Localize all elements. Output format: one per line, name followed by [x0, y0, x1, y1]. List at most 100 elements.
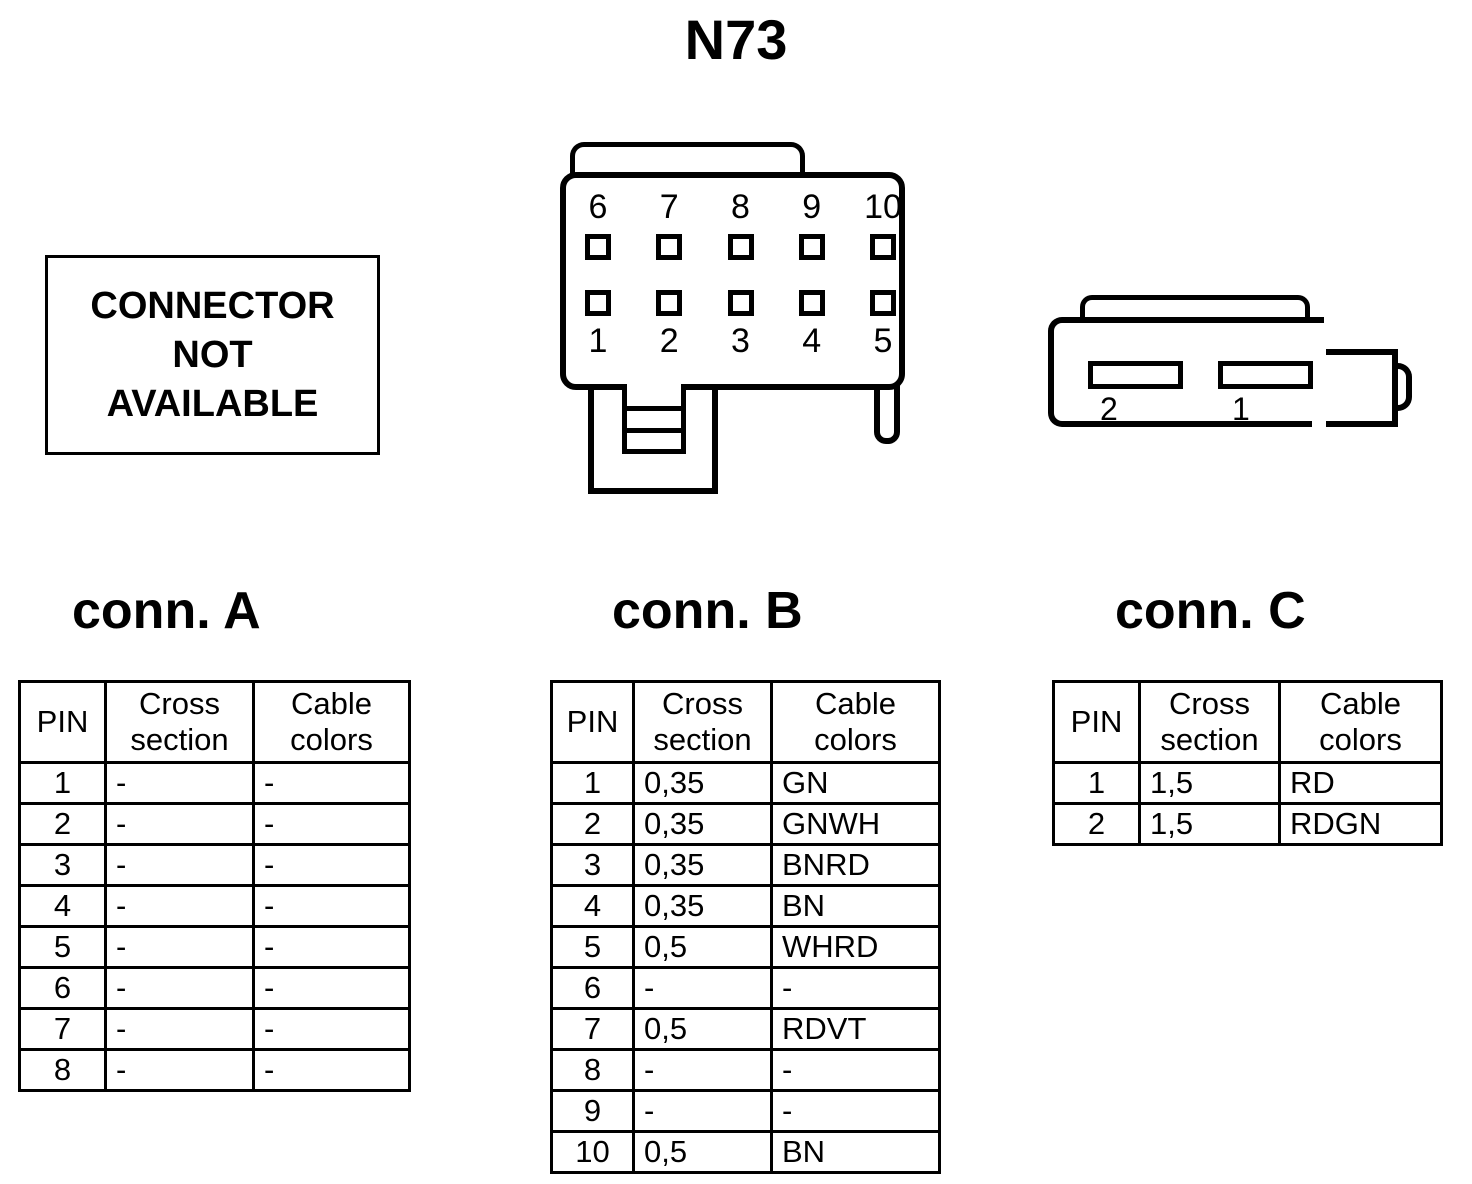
cell-cross-section: - [104, 802, 255, 846]
pin-label-5: 5 [873, 322, 893, 360]
cell-pin: 8 [18, 1048, 107, 1092]
pin-square-1 [585, 290, 611, 316]
pin-square-10 [870, 234, 896, 260]
cell-pin: 3 [18, 843, 107, 887]
th-cable-line1: Cable [815, 686, 896, 721]
th-pin: PIN [1052, 680, 1141, 764]
cell-pin: 1 [18, 761, 107, 805]
cell-cross-section: 0,35 [632, 843, 773, 887]
table-row: 9-- [550, 1089, 941, 1133]
cell-cable-colors: BN [770, 1130, 941, 1174]
cell-cable-colors: GN [770, 761, 941, 805]
cell-cross-section: 0,5 [632, 925, 773, 969]
not-available-line-3: AVAILABLE [106, 382, 319, 425]
connector-b-side-latch [874, 384, 900, 444]
cell-cable-colors: WHRD [770, 925, 941, 969]
pin-label-7: 7 [659, 188, 679, 226]
cell-cross-section: 0,5 [632, 1007, 773, 1051]
connector-b-foot-ribs [622, 384, 686, 454]
cell-cable-colors: RDVT [770, 1007, 941, 1051]
connector-b-bottom-pin-labels: 1 2 3 4 5 [578, 324, 903, 358]
cell-cable-colors: RD [1278, 761, 1443, 805]
connector-c-slot-label-1: 1 [1232, 391, 1250, 427]
cell-cable-colors: - [252, 761, 411, 805]
pin-label-9: 9 [802, 188, 822, 226]
table-row: 7-- [18, 1007, 411, 1051]
table-row: 6-- [550, 966, 941, 1010]
cell-cross-section: - [104, 761, 255, 805]
page-title: N73 [684, 8, 788, 71]
th-cable-line2: colors [290, 722, 373, 757]
pin-label-10: 10 [864, 188, 902, 226]
cell-cross-section: - [104, 966, 255, 1010]
cell-cable-colors: - [252, 884, 411, 928]
th-cross-section: Cross section [1138, 680, 1281, 764]
cell-cross-section: 1,5 [1138, 761, 1281, 805]
not-available-line-1: CONNECTOR [90, 284, 335, 327]
table-row: 4-- [18, 884, 411, 928]
conn-a-table: PIN Cross section Cable colors 1--2--3--… [18, 680, 411, 1092]
cell-cross-section: - [104, 843, 255, 887]
cell-cable-colors: - [252, 802, 411, 846]
heading-conn-a: conn. A [72, 582, 261, 640]
th-cross-section: Cross section [104, 680, 255, 764]
th-pin: PIN [550, 680, 635, 764]
cell-cable-colors: - [252, 843, 411, 887]
cell-pin: 10 [550, 1130, 635, 1174]
cell-cable-colors: BNRD [770, 843, 941, 887]
connector-b-top-pin-squares [585, 234, 896, 260]
th-cable-line1: Cable [1320, 686, 1401, 721]
heading-conn-c: conn. C [1115, 582, 1306, 640]
cell-pin: 5 [550, 925, 635, 969]
table-row: 5-- [18, 925, 411, 969]
th-cable-colors: Cable colors [770, 680, 941, 764]
th-pin: PIN [18, 680, 107, 764]
cell-cross-section: 0,35 [632, 884, 773, 928]
th-cross-line1: Cross [139, 686, 220, 721]
cell-cross-section: 0,35 [632, 761, 773, 805]
table-row: 8-- [550, 1048, 941, 1092]
cell-cross-section: - [632, 966, 773, 1010]
connector-c-body-step [1318, 349, 1398, 427]
th-cable-line1: Cable [291, 686, 372, 721]
pin-label-6: 6 [588, 188, 608, 226]
connector-b-bottom-pin-squares [585, 290, 896, 316]
pin-label-4: 4 [802, 322, 822, 360]
connector-b-drawing: 6 7 8 9 10 1 2 3 4 5 [560, 140, 920, 505]
cell-cable-colors: - [770, 966, 941, 1010]
cell-cross-section: - [104, 884, 255, 928]
cell-cable-colors: - [252, 966, 411, 1010]
cell-pin: 6 [18, 966, 107, 1010]
th-cross-section: Cross section [632, 680, 773, 764]
connector-c-body-joiner [1312, 349, 1326, 427]
pin-square-4 [798, 290, 825, 316]
pin-label-2: 2 [659, 322, 679, 360]
cell-cross-section: - [104, 925, 255, 969]
connector-c-drawing: 2 1 [1040, 295, 1415, 440]
pin-square-2 [656, 290, 683, 316]
th-cross-line1: Cross [1169, 686, 1250, 721]
pin-square-6 [585, 234, 611, 260]
cell-cable-colors: - [770, 1048, 941, 1092]
cell-cable-colors: BN [770, 884, 941, 928]
cell-pin: 1 [550, 761, 635, 805]
th-cable-line2: colors [814, 722, 897, 757]
connector-b-top-pin-labels: 6 7 8 9 10 [578, 190, 903, 224]
table-row: 1-- [18, 761, 411, 805]
cell-cable-colors: - [252, 925, 411, 969]
cell-cable-colors: GNWH [770, 802, 941, 846]
table-row: 8-- [18, 1048, 411, 1092]
pin-square-5 [870, 290, 896, 316]
cell-cross-section: - [104, 1007, 255, 1051]
connector-b-body: 6 7 8 9 10 1 2 3 4 5 [560, 172, 905, 390]
cell-cross-section: - [632, 1089, 773, 1133]
pin-label-8: 8 [731, 188, 750, 226]
